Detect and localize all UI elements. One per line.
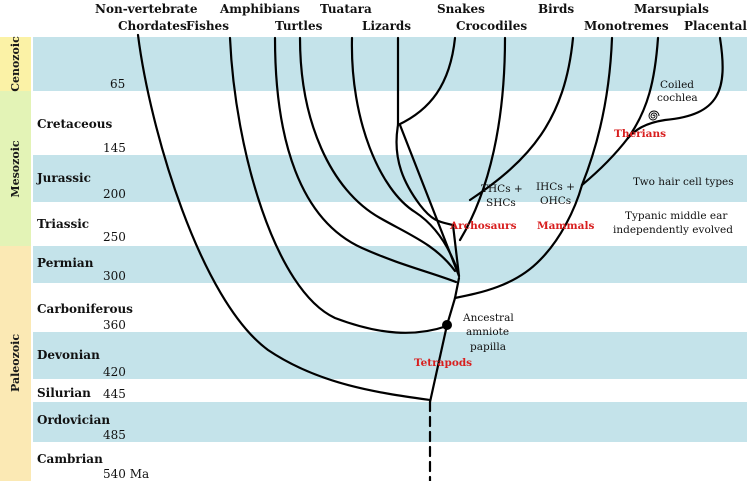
clade-therians: Therians	[614, 128, 666, 140]
note-ihcs-2: OHCs	[540, 195, 571, 207]
clade-tetrapods: Tetrapods	[414, 357, 472, 369]
period-cretaceous: Cretaceous	[37, 117, 112, 131]
age-labels: 65 145 200 250 300 360 420 445 485 540 M…	[103, 77, 149, 481]
taxon-monotremes: Monotremes	[584, 19, 669, 33]
note-ancestral-3: papilla	[470, 341, 506, 353]
note-tympanic-1: Typanic middle ear	[625, 210, 728, 222]
note-ihcs-1: IHCs +	[536, 181, 575, 193]
clade-labels: Therians Archosaurs Mammals Tetrapods	[414, 128, 666, 369]
age-250: 250	[103, 230, 126, 244]
note-ancestral-2: amniote	[466, 326, 509, 338]
period-ordovician: Ordovician	[37, 413, 110, 427]
band-cenozoic	[33, 37, 747, 91]
era-cenozoic-label: Cenozoic	[9, 36, 22, 92]
age-300: 300	[103, 269, 126, 283]
note-tympanic-2: independently evolved	[613, 224, 733, 236]
period-silurian: Silurian	[37, 386, 91, 400]
taxon-turtles: Turtles	[275, 19, 323, 33]
era-cenozoic-bar	[0, 37, 31, 91]
branch-monotremes	[580, 36, 614, 187]
taxon-chordates: Chordates	[118, 19, 187, 33]
period-carboniferous: Carboniferous	[37, 302, 133, 316]
era-paleozoic-bar	[0, 246, 31, 481]
age-540: 540 Ma	[103, 467, 149, 481]
age-445: 445	[103, 387, 126, 401]
note-thcs-2: SHCs	[486, 197, 516, 209]
branch-marsupials	[626, 36, 660, 140]
branch-squamate-stem	[451, 223, 461, 278]
clade-archosaurs: Archosaurs	[449, 220, 517, 232]
taxon-birds: Birds	[538, 2, 574, 16]
age-360: 360	[103, 318, 126, 332]
taxon-placentals: Placentals	[684, 19, 747, 33]
branch-lizards	[395, 123, 455, 227]
branch-therian-stem	[580, 136, 630, 187]
branch-placentals	[626, 36, 724, 140]
taxon-amphibians: Amphibians	[219, 2, 300, 16]
period-triassic: Triassic	[37, 217, 89, 231]
period-labels: Cretaceous Jurassic Triassic Permian Car…	[36, 117, 133, 466]
branch-tuatara	[350, 36, 459, 271]
branch-turtles	[298, 36, 457, 273]
branch-mammal-stem	[453, 183, 584, 300]
branch-birds	[468, 36, 575, 202]
trunk-amniote	[453, 276, 461, 300]
taxon-lizards: Lizards	[362, 19, 411, 33]
branch-amphibians	[273, 36, 458, 284]
period-permian: Permian	[37, 256, 94, 270]
branch-crocodiles	[458, 36, 507, 242]
age-200: 200	[103, 187, 126, 201]
era-mesozoic-bar	[0, 91, 31, 246]
age-65: 65	[110, 77, 125, 91]
period-devonian: Devonian	[37, 348, 100, 362]
taxon-tuatara: Tuatara	[320, 2, 372, 16]
era-paleozoic-label: Paleozoic	[9, 334, 22, 392]
annotations: Coiled cochlea Two hair cell types Typan…	[462, 79, 734, 353]
taxon-fishes: Fishes	[186, 19, 229, 33]
note-cochlea: cochlea	[657, 92, 698, 104]
note-coiled: Coiled	[660, 79, 694, 91]
clade-mammals: Mammals	[537, 220, 594, 232]
ancestral-amniote-node	[442, 320, 452, 330]
cochlea-spiral-icon	[648, 110, 660, 121]
era-sidebar: Cenozoic Mesozoic Paleozoic	[0, 36, 31, 481]
note-two-hair-cell-types: Two hair cell types	[633, 176, 734, 188]
band-devonian	[33, 332, 747, 379]
taxon-nonvertebrate: Non-vertebrate	[95, 2, 198, 16]
age-485: 485	[103, 428, 126, 442]
age-420: 420	[103, 365, 126, 379]
note-ancestral-1: Ancestral	[462, 312, 514, 324]
trunk-lower	[428, 323, 449, 404]
era-mesozoic-label: Mesozoic	[9, 140, 22, 197]
branch-chordates	[136, 33, 432, 402]
age-145: 145	[103, 141, 126, 155]
branch-fishes	[228, 36, 449, 334]
period-jurassic: Jurassic	[36, 171, 91, 185]
branch-crocodile-stem	[398, 123, 461, 278]
period-cambrian: Cambrian	[37, 452, 103, 466]
period-bands	[33, 37, 747, 442]
taxon-crocodiles: Crocodiles	[456, 19, 527, 33]
taxon-marsupials: Marsupials	[634, 2, 709, 16]
note-thcs-1: THCs +	[481, 183, 523, 195]
branch-snakes	[396, 36, 457, 127]
band-ordovician	[33, 402, 747, 442]
taxon-labels: Non-vertebrate Chordates Fishes Amphibia…	[95, 2, 747, 33]
phylogeny-tree	[136, 33, 724, 481]
band-permian	[33, 246, 747, 283]
band-jurassic	[33, 155, 747, 202]
taxon-snakes: Snakes	[437, 2, 485, 16]
